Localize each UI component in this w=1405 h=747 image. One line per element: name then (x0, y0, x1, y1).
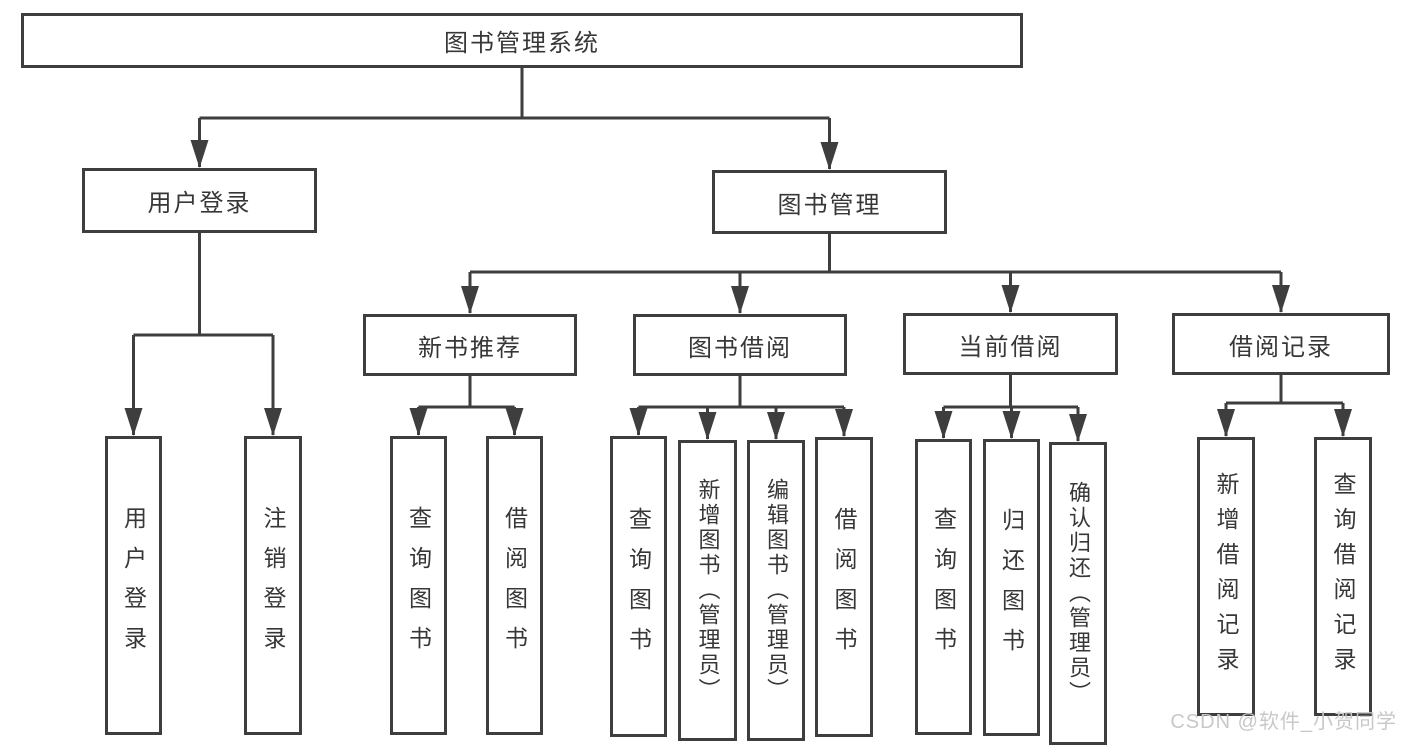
node-book-borrowing: 图书借阅 (633, 314, 847, 376)
node-edit-books-admin: 编辑图书（管理员） (747, 440, 805, 741)
node-user-login: 用户登录 (105, 436, 162, 735)
node-query-books-3: 查询图书 (915, 439, 972, 735)
node-return-books: 归还图书 (983, 439, 1040, 736)
node-borrow-books-1: 借阅图书 (486, 436, 543, 735)
node-add-books-admin: 新增图书（管理员） (678, 440, 737, 741)
node-logout: 注销登录 (244, 436, 302, 735)
node-confirm-return-admin: 确认归还（管理员） (1049, 442, 1107, 745)
elbow-connectors (133, 68, 1343, 409)
node-query-borrow-record: 查询借阅记录 (1314, 437, 1372, 716)
node-borrow-books-2: 借阅图书 (815, 437, 873, 737)
node-borrowing-records: 借阅记录 (1172, 313, 1390, 375)
node-library-management-system: 图书管理系统 (21, 13, 1023, 68)
node-current-borrowing: 当前借阅 (903, 313, 1118, 375)
csdn-watermark: CSDN @软件_小贺同学 (1170, 711, 1397, 733)
node-query-books-2: 查询图书 (610, 436, 667, 737)
node-book-management-branch: 图书管理 (712, 170, 947, 234)
node-query-books-1: 查询图书 (390, 436, 447, 735)
node-user-login-branch: 用户登录 (82, 168, 317, 233)
node-new-book-recommendation: 新书推荐 (363, 314, 577, 376)
arrow-connectors (124, 118, 1352, 442)
node-add-borrow-record: 新增借阅记录 (1197, 437, 1255, 716)
